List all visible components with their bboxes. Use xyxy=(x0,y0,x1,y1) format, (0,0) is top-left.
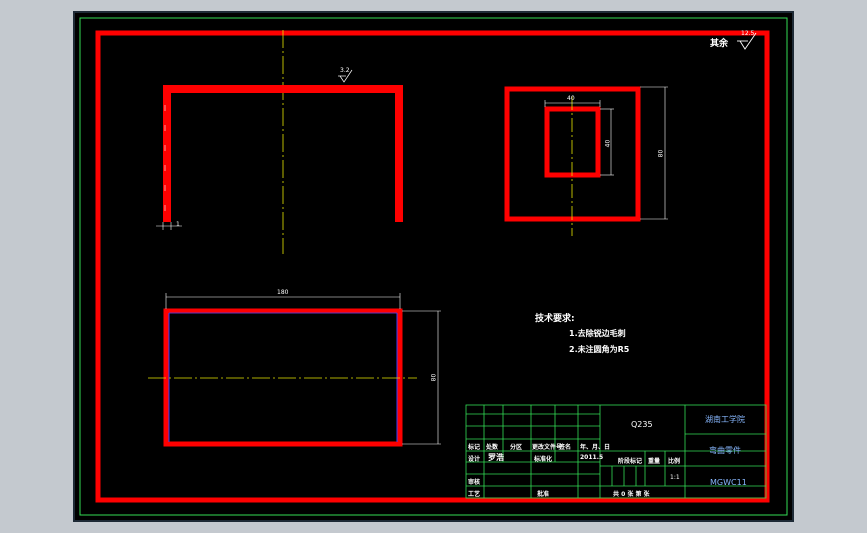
sheet-border xyxy=(79,17,788,516)
header-design: 设计 xyxy=(468,456,481,463)
drawing-number: MGWC11 xyxy=(710,478,747,487)
dim-length: 180 xyxy=(277,289,289,296)
front-view xyxy=(156,30,403,254)
tech-req-item-1: 1.去除锐边毛刺 xyxy=(569,329,626,338)
header-ratio: 比例 xyxy=(668,458,681,465)
school-name: 湖南工学院 xyxy=(705,415,745,424)
design-date: 2011.5 xyxy=(580,454,604,461)
sheet-count: 共 0 张 第 张 xyxy=(613,491,650,498)
material: Q235 xyxy=(631,420,653,429)
dim-outer-height: 80 xyxy=(657,149,665,158)
header-ymd: 年、月、日 xyxy=(580,444,611,451)
roughness-symbol-top xyxy=(339,69,353,83)
plate-outline xyxy=(163,308,403,447)
side-view xyxy=(504,86,668,236)
header-count: 处数 xyxy=(486,444,499,451)
title-block-grid xyxy=(465,404,767,499)
header-change-doc: 更改文件号 xyxy=(532,444,563,451)
header-weight: 重量 xyxy=(648,458,661,465)
viewport-background xyxy=(73,11,794,522)
drawing-frame xyxy=(95,30,770,503)
header-review: 审核 xyxy=(468,479,481,486)
tech-req-title: 技术要求: xyxy=(535,314,575,324)
dim-inner-height: 40 xyxy=(604,139,612,148)
dim-top-width: 40 xyxy=(567,95,575,102)
roughness-symbol-general xyxy=(739,32,757,50)
header-process: 工艺 xyxy=(468,491,481,498)
header-signature: 签名 xyxy=(559,444,572,451)
surface-finish-label: 其余 xyxy=(710,39,729,49)
surface-finish-value: 12.5 xyxy=(741,30,755,37)
designer-name: 罗浩 xyxy=(488,453,504,462)
dim-height: 80 xyxy=(430,373,438,382)
tube-inner xyxy=(544,106,601,178)
header-approve: 批准 xyxy=(537,491,550,498)
top-view xyxy=(148,293,441,447)
header-zone: 分区 xyxy=(510,444,523,451)
header-mark: 标记 xyxy=(468,444,481,451)
header-stage-mark: 阶段标记 xyxy=(618,458,643,465)
u-channel-profile xyxy=(163,85,403,222)
dim-bottom-small: 1 xyxy=(176,221,180,228)
tube-outer xyxy=(504,86,641,222)
scale-value: 1:1 xyxy=(670,474,680,481)
header-standardize: 标准化 xyxy=(534,456,553,463)
tech-req-item-2: 2.未注圆角为R5 xyxy=(569,345,630,354)
part-name: 弯曲零件 xyxy=(709,446,741,455)
surface-mark-top-value: 3.2 xyxy=(340,67,350,74)
